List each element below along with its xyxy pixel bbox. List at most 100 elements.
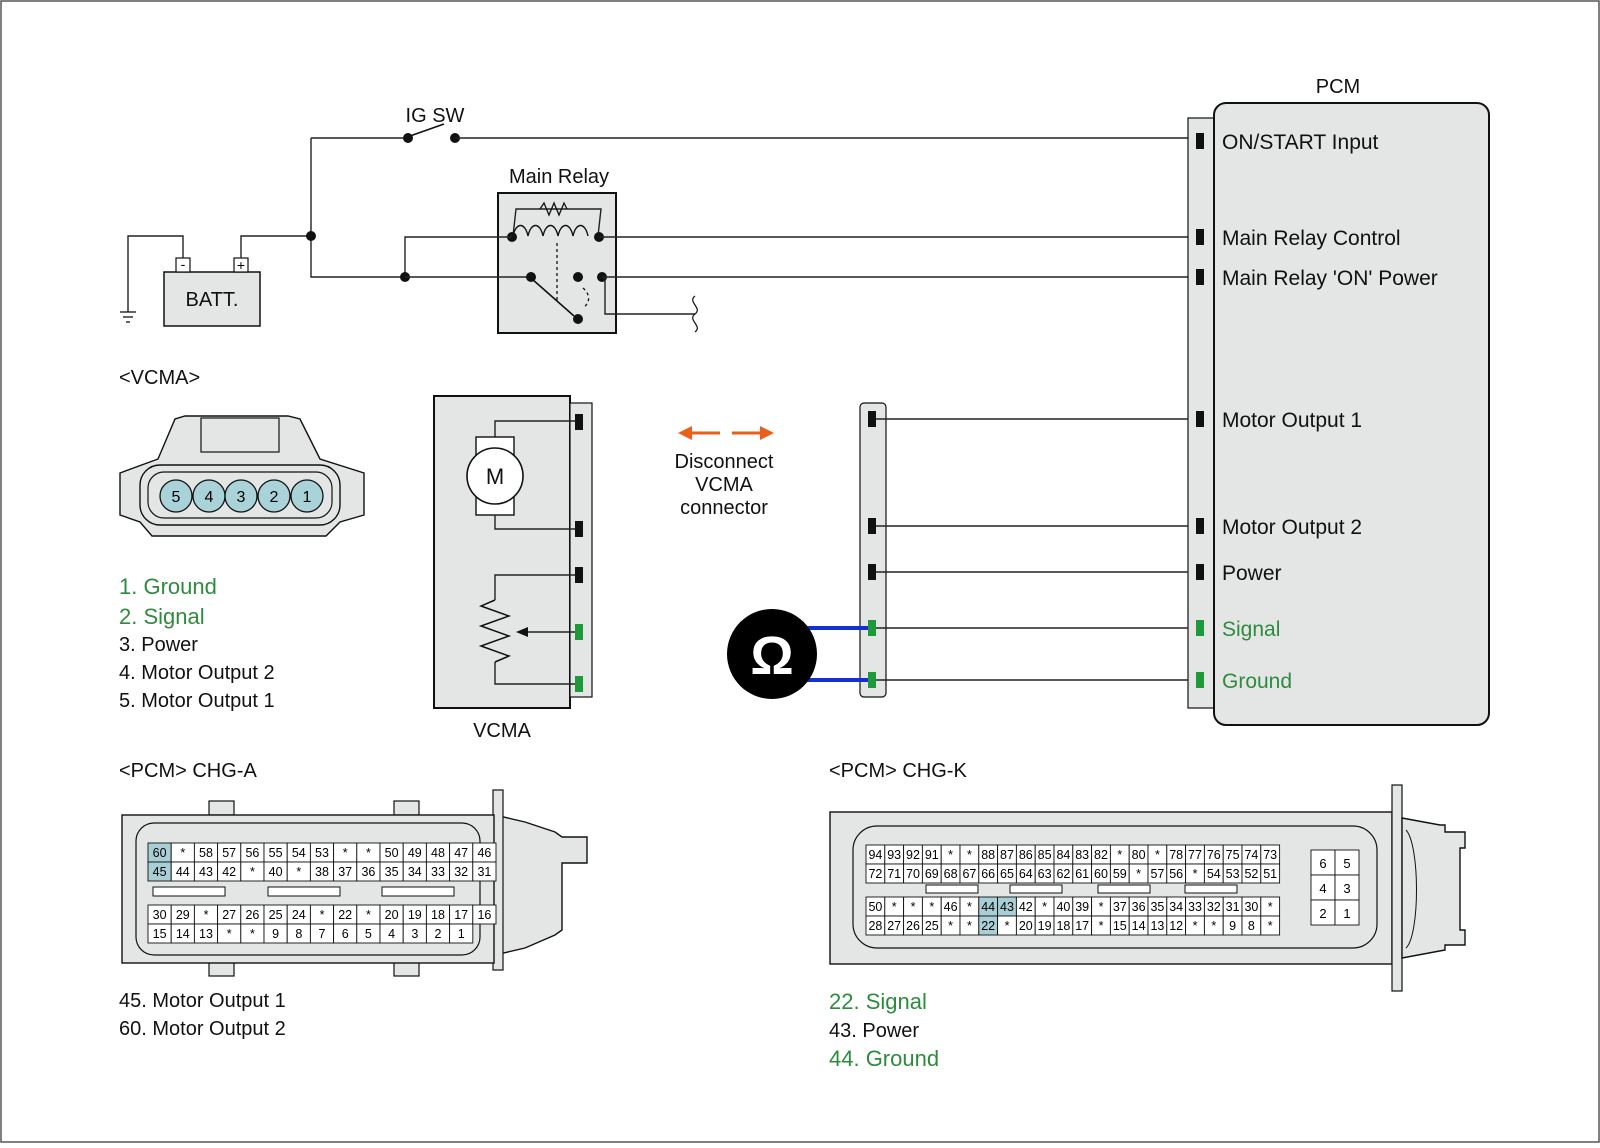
connector-pin-number: 18 [1056,919,1070,933]
pcm-pin-label: Ground [1222,670,1292,693]
pcm-pin-label: Motor Output 1 [1222,409,1362,432]
connector-pin-number: 30 [1244,900,1258,914]
connector-pin-number: 40 [269,865,283,879]
pin-legend-item: 45. Motor Output 1 [119,990,286,1012]
connector-pin-number: 14 [176,927,190,941]
pin-legend-item: 43. Power [829,1020,919,1042]
connector-pin-number: 52 [1244,867,1258,881]
connector-pin-number: * [250,865,255,879]
connector-pin-number: 68 [944,867,958,881]
connector-pin-number: * [948,919,953,933]
connector-pin-number: 87 [1000,848,1014,862]
connector-pin-number: 25 [269,908,283,922]
connector-pin-number: 37 [338,865,352,879]
relay-coil-icon [512,224,589,237]
ohm-symbol: Ω [750,626,793,686]
connector-pin-number: 88 [981,848,995,862]
connector-pin-number: 76 [1207,848,1221,862]
connector-pin-number: 70 [906,867,920,881]
connector-pin-number: 34 [1169,900,1183,914]
connector-pin-number: 60 [153,846,167,860]
vcma-pin [159,479,193,513]
connector-pin-cell [1310,849,1336,876]
vcma-legend-item: 2. Signal [119,604,205,629]
motor-icon [466,447,524,505]
harness-connector [859,402,1188,698]
pin-legend-item: 60. Motor Output 2 [119,1018,286,1040]
connector-pin-number: * [1193,867,1198,881]
pcm-terminal [1196,564,1204,580]
vcma-pin-number: 1 [303,489,312,506]
connector-pin-number: * [1099,900,1104,914]
connector-pin-number: * [343,846,348,860]
connector-pin-number: 2 [435,927,442,941]
connector-pin-number: 50 [385,846,399,860]
disconnect-line-1: Disconnect [675,451,774,473]
connector-pin-number: 62 [1056,867,1070,881]
connector-pin-number: 54 [1207,867,1221,881]
ground-icon [120,311,136,323]
ohmmeter: Ω [727,609,868,699]
connector-pin-number: 75 [1226,848,1240,862]
connector-pin-number: * [967,919,972,933]
connector-pin-number: 36 [1132,900,1146,914]
connector-pin-number: 6 [1319,856,1326,871]
connector-pin-number: 39 [1075,900,1089,914]
connector-pin-number: 8 [295,927,302,941]
connector-pin-number: 15 [1113,919,1127,933]
connector-pin-number: 9 [1229,919,1236,933]
connector-pin-number: 93 [887,848,901,862]
connector-pin-number: * [911,900,916,914]
connector-pin-number: 92 [906,848,920,862]
vcma-pin [257,479,291,513]
connector-pin-number: * [1155,848,1160,862]
pcm-pin-label: Main Relay 'ON' Power [1222,267,1438,290]
connector-pin-number: 26 [906,919,920,933]
connector-pin-number: 24 [292,908,306,922]
connector-pin-number: 38 [315,865,329,879]
connector-pin-number: * [967,900,972,914]
connector-pin-number: * [1136,867,1141,881]
connector-pin-number: 26 [245,908,259,922]
vcma-legend-item: 4. Motor Output 2 [119,662,275,684]
connector-pin-number: 31 [477,865,491,879]
vcma-pin [290,479,324,513]
chg-a-title: <PCM> CHG-A [119,760,257,782]
pcm-terminal [1196,269,1204,285]
connector-pin-number: 74 [1244,848,1258,862]
connector-pin-number: 29 [176,908,190,922]
main-relay-label: Main Relay [509,166,609,188]
connector-pin-number: 91 [925,848,939,862]
connector-pin-number: 60 [1094,867,1108,881]
connector-pin-number: 20 [1019,919,1033,933]
connector-pin-number: 32 [1207,900,1221,914]
connector-pin-number: 12 [1169,919,1183,933]
power-circuit: BATT. - + IG SW Main Relay [120,105,1188,334]
connector-pin-number: 47 [454,846,468,860]
connector-pin-number: 57 [222,846,236,860]
pcm-pin-label: Signal [1222,618,1280,641]
chg-a-pin-legend: 45. Motor Output 1 60. Motor Output 2 [119,990,286,1040]
connector-pin-number: 3 [1343,881,1350,896]
connector-pin-number: 46 [944,900,958,914]
ohmmeter-icon [727,609,817,699]
connector-pin-number: 55 [269,846,283,860]
pcm-title: PCM [1316,76,1360,98]
pcm-pin-label: Power [1222,562,1282,585]
connector-pin-cell [1260,915,1281,936]
connector-pin-number: 73 [1263,848,1277,862]
connector-pin-number: 4 [388,927,395,941]
connector-pin-number: * [1117,848,1122,862]
connector-pin-number: * [366,908,371,922]
connector-pin-number: 44 [176,865,190,879]
connector-pin-number: 9 [272,927,279,941]
connector-pin-number: 65 [1000,867,1014,881]
connector-pin-number: 53 [1226,867,1240,881]
connector-pin-number: 43 [199,865,213,879]
connector-pin-number: 63 [1038,867,1052,881]
connector-pin-number: * [967,848,972,862]
connector-pin-number: * [1268,900,1273,914]
connector-pin-number: 42 [222,865,236,879]
